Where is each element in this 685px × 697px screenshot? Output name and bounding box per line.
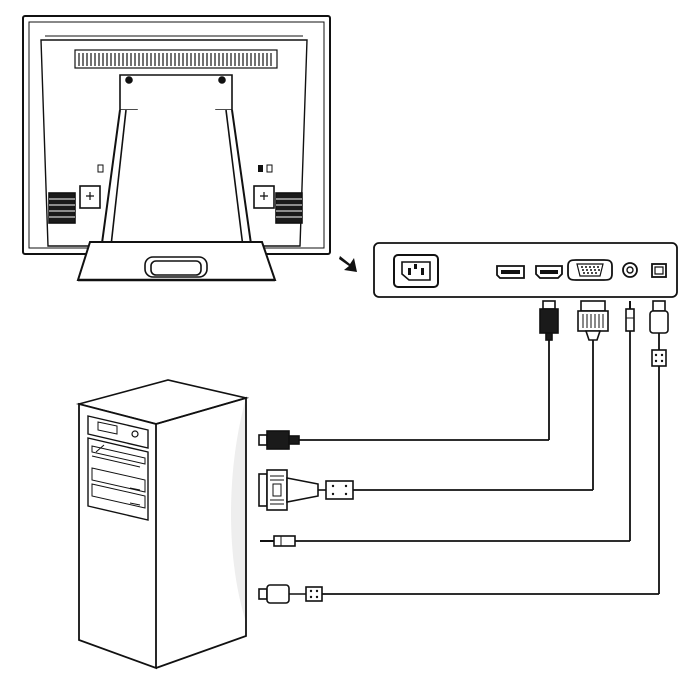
arrow-right-icon <box>339 256 357 272</box>
usb-b-port-icon <box>651 263 667 278</box>
displayport-icon <box>496 265 525 279</box>
speaker-grille-left <box>48 192 76 224</box>
monitor-stand <box>76 109 277 282</box>
audio-cable-icon <box>260 535 630 547</box>
drive-bay <box>87 415 149 521</box>
usb-cable-icon <box>258 584 659 604</box>
audio-jack-icon <box>622 262 638 278</box>
hdmi-port-icon <box>535 265 563 279</box>
lock-icon <box>258 165 263 172</box>
vga-port-icon <box>567 259 613 281</box>
pc-tower-icon <box>75 379 250 670</box>
vga-cable-icon <box>258 469 593 511</box>
hdmi-plug-icon <box>539 300 559 440</box>
ac-power-inlet-icon <box>393 254 439 288</box>
vga-plug-icon <box>577 300 609 490</box>
touch-monitor-rear-icon <box>22 15 331 282</box>
vent-grille <box>74 49 278 69</box>
hdmi-cable-icon <box>258 430 549 450</box>
usb-plug-icon <box>649 300 669 594</box>
speaker-grille-right <box>275 192 303 224</box>
audio-plug-icon <box>625 301 635 541</box>
connector-panel-icon <box>373 242 678 298</box>
